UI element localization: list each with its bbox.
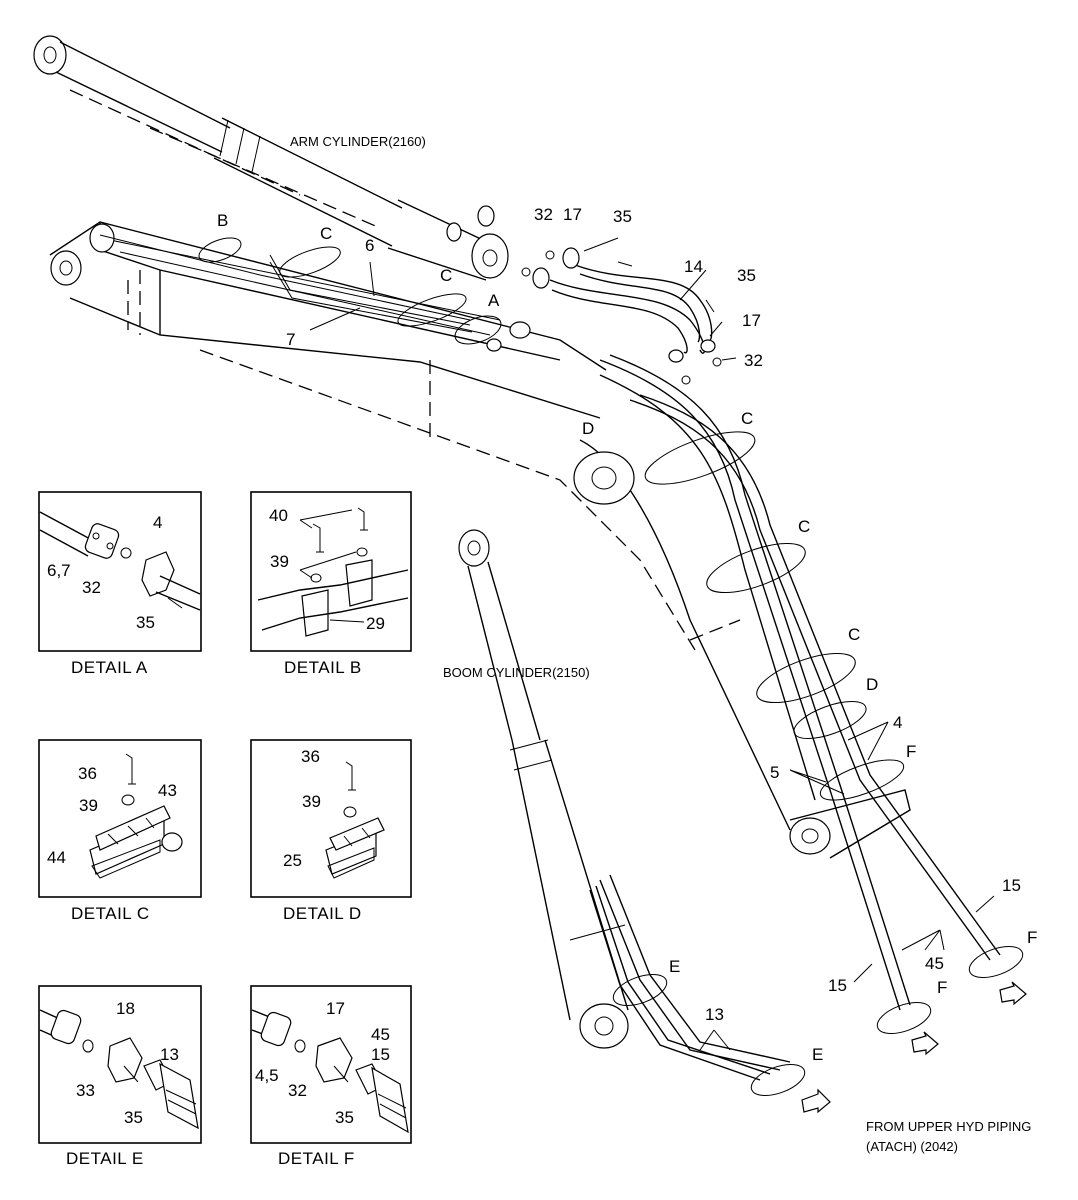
callout-13: 13 — [705, 1005, 724, 1024]
detail-f-label-32: 32 — [288, 1081, 307, 1100]
callout-c-1: C — [320, 224, 332, 243]
callout-15-right: 15 — [1002, 876, 1021, 895]
callout-35-top: 35 — [613, 207, 632, 226]
callout-c-2: C — [440, 266, 452, 285]
detail-a-label-6-7: 6,7 — [47, 561, 71, 580]
detail-a-label-35: 35 — [136, 613, 155, 632]
hydraulic-hoses-drawing — [99, 234, 1001, 1081]
detail-f-label-4-5: 4,5 — [255, 1066, 279, 1085]
callout-c-5: C — [848, 625, 860, 644]
detail-e-box: 18 13 33 35 DETAIL E — [38, 985, 202, 1168]
from-upper-piping-label-line2: (ATACH) (2042) — [866, 1139, 958, 1154]
detail-f-label-17: 17 — [326, 999, 345, 1018]
callout-ellipses — [198, 237, 1024, 1097]
detail-b-box: 40 39 29 DETAIL B — [250, 491, 412, 677]
callout-f-3: F — [937, 978, 947, 997]
callout-15-left: 15 — [828, 976, 847, 995]
callout-f-2: F — [1027, 928, 1037, 947]
detail-d-caption: DETAIL D — [283, 904, 362, 923]
callout-17-right: 17 — [742, 311, 761, 330]
from-upper-piping-label-line1: FROM UPPER HYD PIPING — [866, 1119, 1031, 1134]
flow-arrows — [801, 981, 1027, 1114]
callout-c-3: C — [741, 409, 753, 428]
callout-35-right: 35 — [737, 266, 756, 285]
detail-a-label-4: 4 — [153, 513, 162, 532]
callout-32-right: 32 — [744, 351, 763, 370]
fittings-drawing — [521, 247, 722, 385]
callout-6: 6 — [365, 236, 374, 255]
detail-f-box: 17 45 15 4,5 32 35 DETAIL F — [250, 985, 412, 1168]
callout-17-top: 17 — [563, 205, 582, 224]
callout-e-1: E — [669, 957, 680, 976]
detail-b-label-39: 39 — [270, 552, 289, 571]
detail-e-label-13: 13 — [160, 1045, 179, 1064]
detail-f-label-35: 35 — [335, 1108, 354, 1127]
callout-c-4: C — [798, 517, 810, 536]
boom-cylinder-drawing — [458, 529, 629, 1049]
detail-f-label-15: 15 — [371, 1045, 390, 1064]
callout-d-1: D — [582, 419, 594, 438]
callout-f-1: F — [906, 742, 916, 761]
detail-c-label-43: 43 — [158, 781, 177, 800]
detail-f-label-45: 45 — [371, 1025, 390, 1044]
detail-e-caption: DETAIL E — [66, 1149, 144, 1168]
callout-32-top: 32 — [534, 205, 553, 224]
detail-c-label-39: 39 — [79, 796, 98, 815]
boom-structure-drawing — [199, 349, 911, 859]
detail-e-label-33: 33 — [76, 1081, 95, 1100]
detail-c-box: 36 39 43 44 DETAIL C — [38, 739, 202, 923]
callout-45: 45 — [925, 954, 944, 973]
detail-f-caption: DETAIL F — [278, 1149, 355, 1168]
detail-b-label-40: 40 — [269, 506, 288, 525]
callout-5: 5 — [770, 763, 779, 782]
arm-structure-drawing — [49, 221, 607, 440]
detail-a-label-32: 32 — [82, 578, 101, 597]
leader-lines — [309, 237, 995, 1051]
arm-cylinder-drawing — [33, 35, 509, 281]
detail-a-caption: DETAIL A — [71, 658, 148, 677]
callout-4: 4 — [893, 713, 902, 732]
detail-c-label-36: 36 — [78, 764, 97, 783]
detail-c-label-44: 44 — [47, 848, 66, 867]
detail-d-label-36: 36 — [301, 747, 320, 766]
detail-d-label-25: 25 — [283, 851, 302, 870]
callout-14: 14 — [684, 257, 703, 276]
detail-d-box: 36 39 25 DETAIL D — [250, 739, 412, 923]
callout-b: B — [217, 211, 228, 230]
callout-7: 7 — [286, 330, 295, 349]
detail-b-label-29: 29 — [366, 614, 385, 633]
detail-d-label-39: 39 — [302, 792, 321, 811]
callout-e-2: E — [812, 1045, 823, 1064]
boom-cylinder-label: BOOM CYLINDER(2150) — [443, 665, 590, 680]
callout-a: A — [488, 291, 500, 310]
detail-a-box: 4 6,7 32 35 DETAIL A — [38, 491, 202, 677]
detail-c-caption: DETAIL C — [71, 904, 150, 923]
detail-b-caption: DETAIL B — [284, 658, 362, 677]
detail-e-label-18: 18 — [116, 999, 135, 1018]
arm-cylinder-label: ARM CYLINDER(2160) — [290, 134, 426, 149]
callout-d-2: D — [866, 675, 878, 694]
detail-e-label-35: 35 — [124, 1108, 143, 1127]
